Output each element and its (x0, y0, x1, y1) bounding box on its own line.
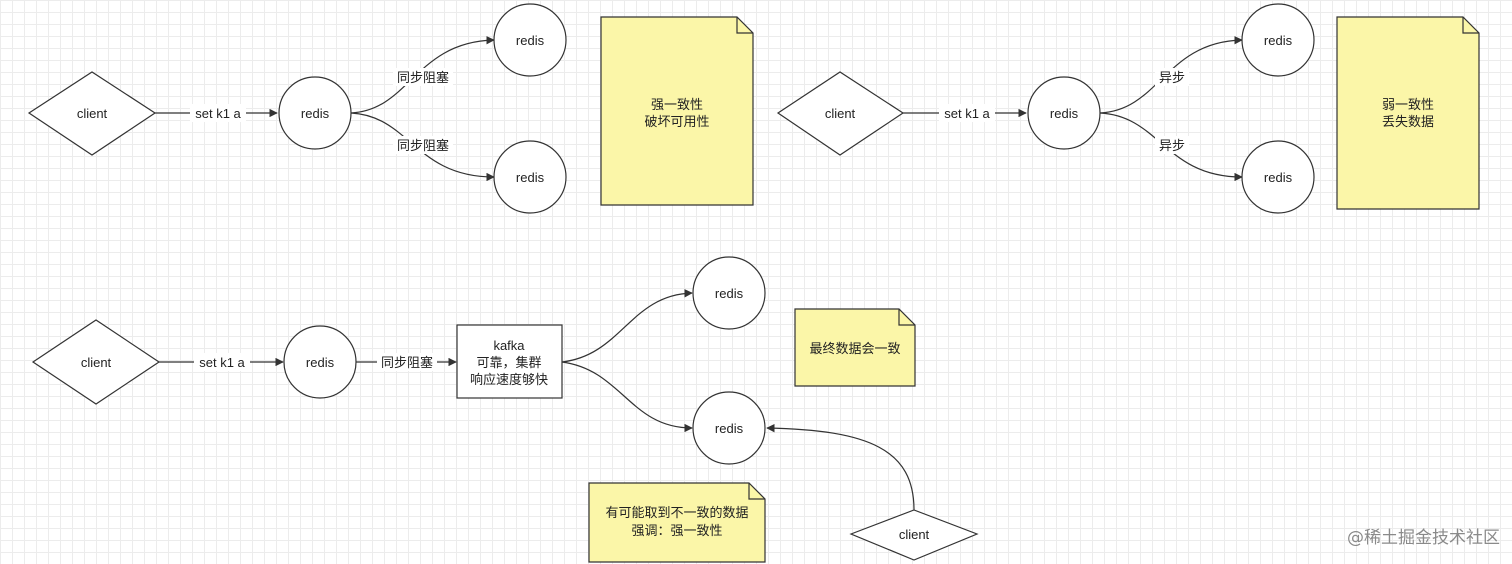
sync-edge-label: 同步阻塞 (381, 355, 433, 370)
note-strong-consistency-line1: 强一致性 (651, 97, 703, 112)
client-label: client (825, 106, 856, 121)
kafka-node (456, 324, 563, 399)
redis-master-label: redis (306, 355, 335, 370)
watermark: @稀土掘金技术社区 (1347, 528, 1500, 548)
diagram-kafka-eventual: client set k1 a redis 同步阻塞 kafka 可靠，集群 响… (31, 256, 979, 563)
diagram-sync-replication: client set k1 a redis 同步阻塞 同步阻塞 redis re… (27, 3, 754, 214)
kafka-edge-bottom (561, 361, 693, 433)
redis-replica-top-node (692, 256, 766, 330)
redis-replica-top-node (1241, 3, 1315, 77)
async-edge-bottom-label: 异步 (1159, 138, 1185, 153)
client-label: client (77, 106, 108, 121)
note-inconsistent-read-line2: 强调：强一致性 (631, 523, 722, 538)
note-inconsistent-read (588, 482, 766, 563)
set-edge-label: set k1 a (199, 355, 245, 370)
set-edge-label: set k1 a (195, 106, 241, 121)
kafka-label-line1: kafka (493, 338, 525, 353)
kafka-label-line3: 响应速度够快 (470, 372, 548, 387)
note-inconsistent-read-line1: 有可能取到不一致的数据 (605, 505, 748, 520)
redis-master-label: redis (301, 106, 330, 121)
note-weak-consistency-line2: 丢失数据 (1382, 114, 1434, 129)
note-weak-consistency-line1: 弱一致性 (1382, 97, 1434, 112)
client-reader-node (849, 509, 979, 561)
note-strong-consistency-line2: 破坏可用性 (644, 114, 709, 129)
redis-replica-top-label: redis (516, 33, 545, 48)
client-label: client (81, 355, 112, 370)
async-edge-top-label: 异步 (1159, 70, 1185, 85)
kafka-label-line2: 可靠，集群 (476, 355, 541, 370)
redis-replica-top-node (493, 3, 567, 77)
sync-edge-bottom-label: 同步阻塞 (397, 138, 449, 153)
diagram-async-replication: client set k1 a redis 异步 异步 redis redis … (776, 3, 1480, 214)
redis-replica-bottom-node (493, 140, 567, 214)
note-weak-consistency (1336, 16, 1480, 210)
note-strong-consistency (600, 16, 754, 206)
redis-master-label: redis (1050, 106, 1079, 121)
client-read-edge (766, 423, 915, 511)
kafka-edge-top (561, 289, 693, 363)
redis-replica-top-label: redis (1264, 33, 1293, 48)
redis-replica-bottom-label: redis (516, 170, 545, 185)
note-eventual-consistency-text: 最终数据会一致 (809, 341, 900, 356)
set-edge-label: set k1 a (944, 106, 990, 121)
redis-replica-top-label: redis (715, 286, 744, 301)
redis-replica-bottom-label: redis (1264, 170, 1293, 185)
redis-replica-bottom-node (1241, 140, 1315, 214)
redis-replica-bottom-label: redis (715, 421, 744, 436)
note-eventual-consistency (794, 308, 916, 387)
client-reader-label: client (899, 527, 930, 542)
redis-replica-bottom-node (692, 391, 766, 465)
sync-edge-top-label: 同步阻塞 (397, 70, 449, 85)
